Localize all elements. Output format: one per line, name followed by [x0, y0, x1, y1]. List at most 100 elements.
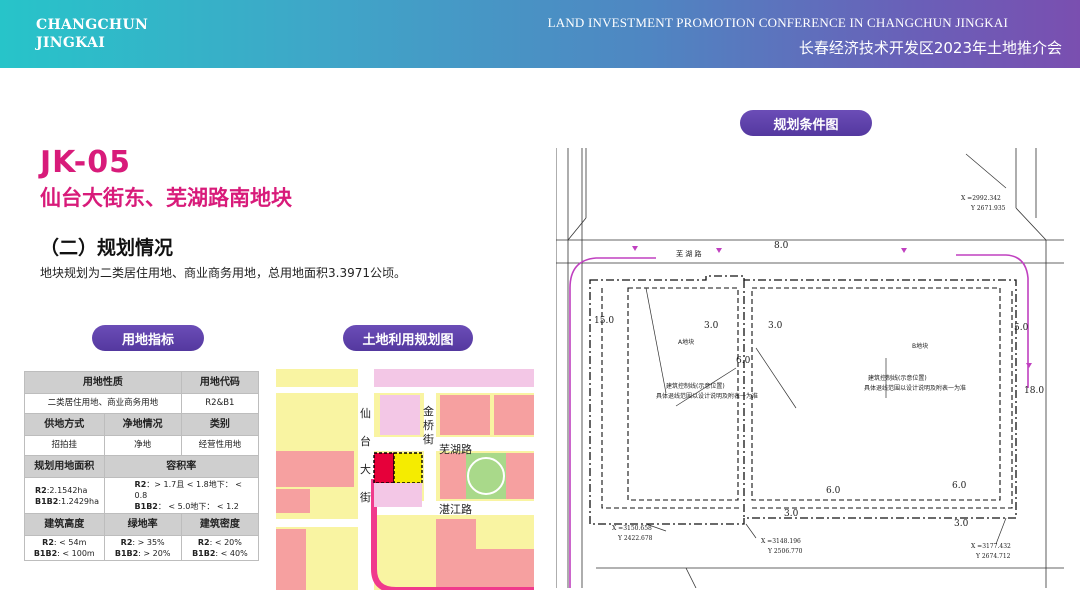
dimension-label: 3.0: [704, 321, 719, 331]
brand-line-2: JINGKAI: [36, 35, 106, 51]
header-banner: CHANGCHUN JINGKAI LAND INVESTMENT PROMOT…: [0, 0, 1080, 68]
coord-label: X =3148.196: [761, 538, 801, 545]
label-b1b2: B1B2: [35, 496, 59, 506]
coord-label: Y 2671.935: [970, 205, 1006, 212]
table-row: 规划用地面积 容积率: [24, 455, 260, 478]
table-row: R2:2.1542ha B1B2:1.2429ha R2：> 1.7且 < 1.…: [24, 477, 260, 514]
value: ： < 5.0地下： < 1.2: [157, 502, 239, 511]
dimension-label: 8.0: [774, 241, 789, 251]
planning-conditions-heading: 规划条件图: [740, 110, 872, 136]
table-header-cell: 净地情况: [103, 413, 182, 436]
dimension-label: 3.0: [954, 519, 969, 529]
table-header-cell: 建筑高度: [24, 513, 105, 536]
street-label-xiantai: 台: [360, 434, 371, 448]
section-description: 地块规划为二类居住用地、商业商务用地，总用地面积3.3971公顷。: [40, 266, 406, 280]
table-cell: 二类居住用地、商业商务用地: [24, 393, 182, 414]
value: : > 35%: [132, 538, 165, 547]
dimension-label: 6.0: [952, 481, 967, 491]
table-cell: R2&B1: [180, 393, 260, 414]
land-use-map-drawing: 仙 台 大 街 金 桥 街 芜湖路 湛江路: [276, 369, 534, 590]
dimension-label: 6.0: [736, 356, 751, 366]
road-label-top: 芜 湖 路: [676, 249, 701, 258]
block-label-b: B地块: [912, 342, 928, 350]
block-label-a: A地块: [678, 338, 694, 346]
value: : < 54m: [53, 538, 87, 547]
table-header-cell: 类别: [180, 413, 260, 436]
table-row: 二类居住用地、商业商务用地 R2&B1: [24, 393, 260, 414]
land-use-plan-heading: 土地利用规划图: [343, 325, 473, 351]
table-cell: 招拍挂: [24, 435, 105, 456]
table-header-cell: 建筑密度: [180, 513, 260, 536]
label-r2: R2: [120, 538, 133, 547]
dimension-label: 15.0: [594, 316, 614, 326]
conference-title-cn: 长春经济技术开发区2023年土地推介会: [798, 39, 1062, 57]
control-line-note: 建筑控制线(示意位置): [868, 374, 927, 382]
road-label-wuhu: 芜湖路: [439, 442, 472, 456]
table-row: 建筑高度 绿地率 建筑密度: [24, 513, 260, 536]
table-header-cell: 容积率: [103, 455, 260, 478]
table-header-cell: 绿地率: [103, 513, 182, 536]
land-use-map: 仙 台 大 街 金 桥 街 芜湖路 湛江路: [276, 369, 534, 590]
brand-logo-text: CHANGCHUN JINGKAI: [36, 16, 148, 52]
section-title: （二）规划情况: [40, 237, 174, 259]
coord-label: Y 2422.678: [617, 535, 653, 542]
table-cell: R2: < 54m B1B2: < 100m: [24, 535, 105, 561]
coord-label: Y 2674.712: [975, 553, 1011, 560]
coord-label: X =2992.342: [961, 195, 1001, 202]
conference-title-en: LAND INVESTMENT PROMOTION CONFERENCE IN …: [547, 15, 1008, 30]
dimension-label: 3.0: [768, 321, 783, 331]
value: : < 100m: [57, 549, 95, 558]
control-line-note: 具体退线范围以设计说明及附表一为准: [864, 384, 966, 392]
label-r2: R2: [42, 538, 54, 547]
label-r2: R2: [35, 485, 47, 495]
label-b1b2: B1B2: [33, 549, 58, 558]
plot-name: 仙台大街东、芜湖路南地块: [40, 186, 292, 210]
label-b1b2: B1B2: [114, 549, 139, 558]
table-cell: R2: < 20% B1B2: < 40%: [180, 535, 260, 561]
label-r2: R2: [134, 480, 147, 489]
table-cell: R2:2.1542ha B1B2:1.2429ha: [24, 477, 105, 514]
table-row: 用地性质 用地代码: [24, 371, 260, 394]
table-cell: 经营性用地: [180, 435, 260, 456]
control-line-note: 具体退线范围以设计说明及附表一为准: [656, 392, 758, 400]
table-row: R2: < 54m B1B2: < 100m R2: > 35% B1B2: >…: [24, 535, 260, 561]
land-indicators-table: 用地性质 用地代码 二类居住用地、商业商务用地 R2&B1 供地方式 净地情况 …: [24, 371, 260, 561]
table-cell: R2: > 35% B1B2: > 20%: [103, 535, 182, 561]
planning-conditions-drawing: X =2992.342 Y 2671.935 X =3150.658 Y 242…: [555, 148, 1064, 589]
land-indicators-heading: 用地指标: [92, 325, 204, 351]
street-label-xiantai: 街: [360, 490, 371, 504]
label-b1b2: B1B2: [134, 502, 158, 511]
dimension-label: 6.0: [826, 486, 841, 496]
value: :1.2429ha: [58, 496, 99, 506]
value: : < 40%: [215, 549, 248, 558]
street-label-jinqiao: 街: [423, 432, 434, 446]
value: : < 20%: [209, 538, 242, 547]
plot-code: JK-05: [40, 145, 132, 180]
label-b1b2: B1B2: [192, 549, 216, 558]
table-header-cell: 规划用地面积: [24, 455, 105, 478]
street-label-xiantai: 仙: [360, 407, 371, 420]
value: : > 20%: [138, 549, 171, 558]
table-header-cell: 用地代码: [180, 371, 260, 394]
street-label-jinqiao: 桥: [423, 419, 434, 432]
table-cell: 净地: [103, 435, 182, 456]
street-label-xiantai: 大: [360, 462, 371, 476]
table-header-cell: 用地性质: [24, 371, 182, 394]
street-label-jinqiao: 金: [423, 404, 434, 418]
control-line-note: 建筑控制线(示意位置): [666, 382, 725, 390]
table-header-cell: 供地方式: [24, 413, 105, 436]
value: ：> 1.7且 < 1.8地下： < 0.8: [134, 480, 243, 500]
value: :2.1542ha: [46, 485, 88, 495]
table-cell: R2：> 1.7且 < 1.8地下： < 0.8 B1B2： < 5.0地下： …: [103, 477, 260, 514]
dimension-label: 5.0: [1014, 323, 1029, 333]
coord-label: Y 2506.770: [767, 548, 803, 555]
coord-label: X =3177.432: [971, 543, 1011, 550]
label-r2: R2: [197, 538, 210, 547]
brand-line-1: CHANGCHUN: [36, 17, 149, 33]
road-label-zhanjiang: 湛江路: [439, 503, 472, 516]
dimension-label: 3.0: [784, 509, 799, 519]
planning-drawing-svg: X =2992.342 Y 2671.935 X =3150.658 Y 242…: [555, 148, 1064, 589]
table-row: 供地方式 净地情况 类别: [24, 413, 260, 436]
table-row: 招拍挂 净地 经营性用地: [24, 435, 260, 456]
coord-label: X =3150.658: [612, 525, 652, 532]
